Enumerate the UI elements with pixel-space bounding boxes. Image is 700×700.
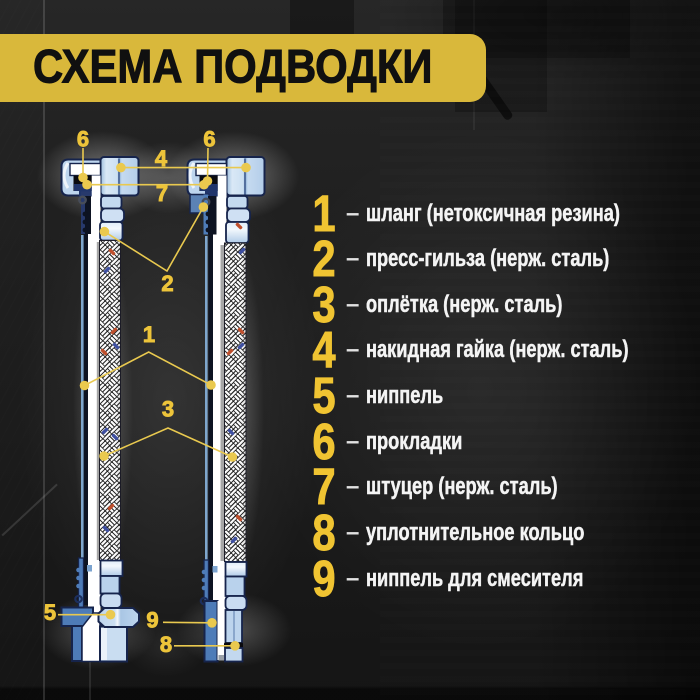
svg-text:2: 2: [161, 271, 173, 296]
svg-text:1: 1: [143, 322, 155, 347]
svg-text:8: 8: [160, 632, 172, 657]
svg-text:5: 5: [44, 600, 56, 625]
svg-text:6: 6: [77, 127, 89, 152]
svg-text:9: 9: [146, 608, 158, 633]
svg-text:3: 3: [162, 397, 174, 422]
svg-text:4: 4: [155, 146, 168, 171]
svg-text:7: 7: [156, 181, 168, 206]
svg-text:6: 6: [203, 127, 215, 152]
